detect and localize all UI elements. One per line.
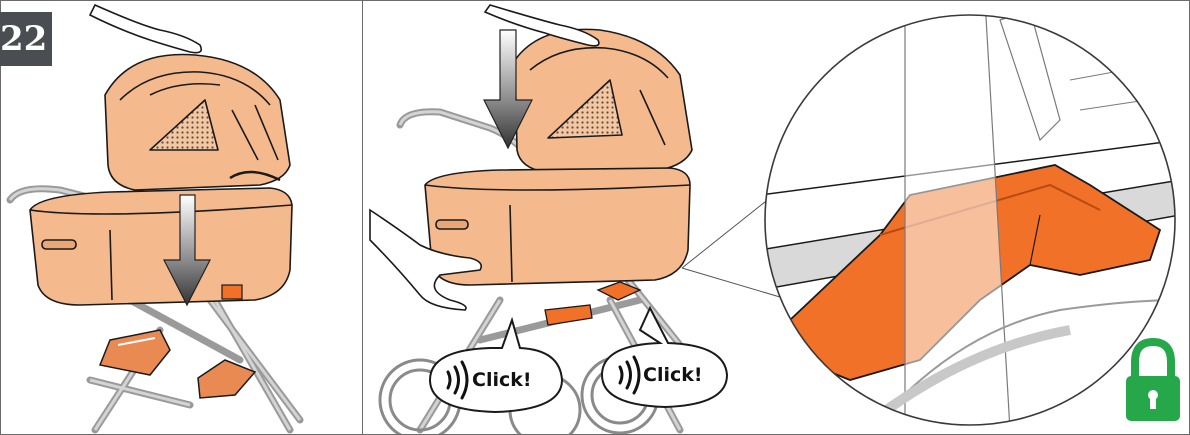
hand-top-left bbox=[90, 5, 201, 53]
step-number-badge: 22 bbox=[0, 12, 52, 66]
middle-panel bbox=[370, 5, 790, 435]
bassinet bbox=[30, 55, 292, 306]
left-panel bbox=[10, 5, 300, 430]
bassinet-mid bbox=[425, 29, 692, 285]
padlock-locked-icon bbox=[1126, 342, 1180, 421]
bassinet-clip-left bbox=[222, 285, 242, 299]
click-label-right: Click! bbox=[643, 364, 703, 386]
zoom-detail bbox=[760, 0, 1180, 430]
click-label-left: Click! bbox=[472, 369, 532, 391]
frame-adapter-right bbox=[198, 360, 255, 398]
frame-adapter-left bbox=[100, 330, 170, 375]
